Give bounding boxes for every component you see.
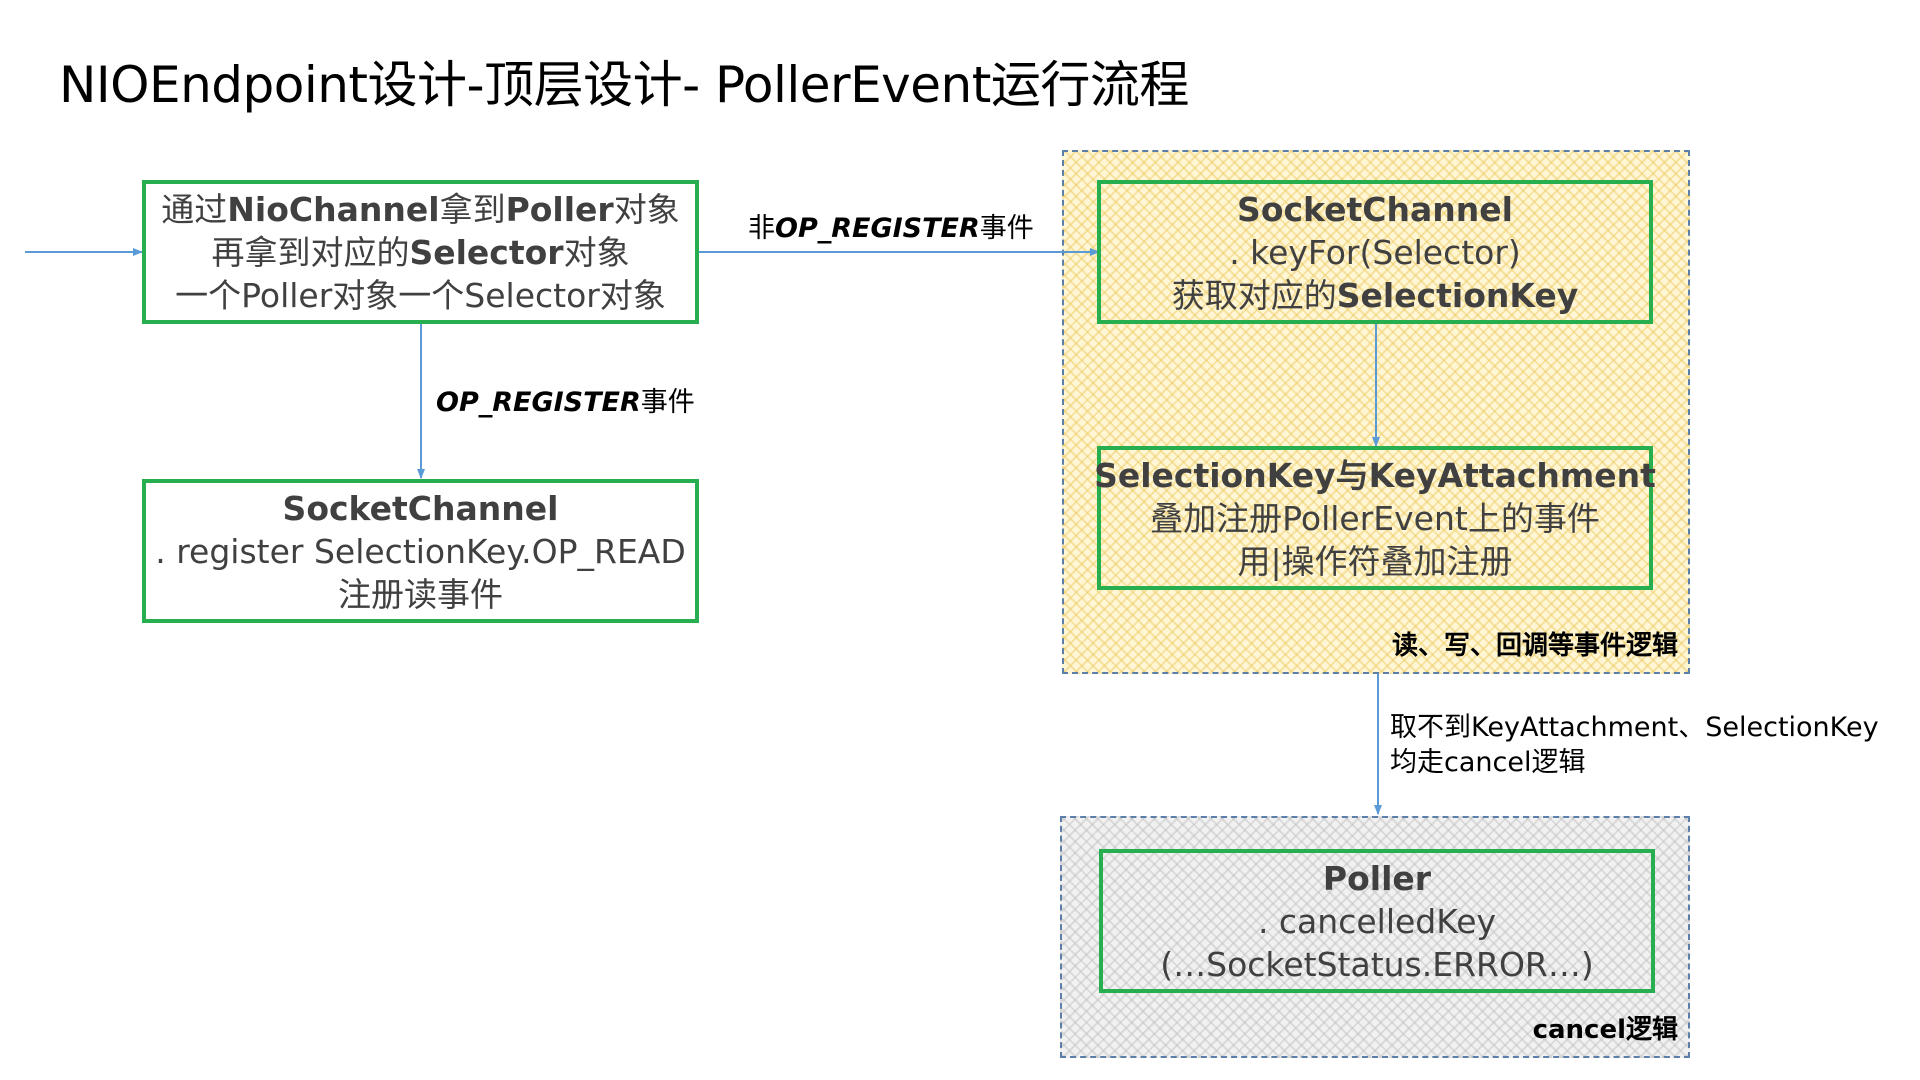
event-logic-label: 读、写、回调等事件逻辑 [1391,631,1678,661]
register-read-line1: SocketChannel [282,488,559,528]
cancel-edge-label-line1: 取不到KeyAttachment、SelectionKey [1390,712,1879,743]
keyfor-line1: SocketChannel [1237,189,1513,229]
key-attachment-line2: 叠加注册PollerEvent上的事件 [1150,498,1600,538]
poller-selector-line2: 再拿到对应的Selector对象 [211,231,629,274]
cancel-edge-label: 取不到KeyAttachment、SelectionKey 均走cancel逻辑 [1390,710,1879,780]
keyfor-box: SocketChannel . keyFor(Selector) 获取对应的Se… [1097,180,1653,324]
register-read-box: SocketChannel . register SelectionKey.OP… [142,479,699,623]
text-segment-bold: NioChannel [227,189,440,229]
cancelled-key-line2: . cancelledKey [1257,901,1497,941]
text-segment: 对象 [613,189,680,229]
text-segment: 通过 [161,189,228,229]
text-segment: 获取对应的 [1171,275,1337,315]
keyfor-line2: . keyFor(Selector) [1229,232,1521,272]
text-segment: 拿到 [439,189,506,229]
cancel-logic-label: cancel逻辑 [1532,1015,1678,1045]
non-register-edge-label: 非OP_REGISTER事件 [748,206,1034,245]
text-segment: 事件 [640,387,695,418]
page-title: NIOEndpoint设计-顶层设计- PollerEvent运行流程 [59,56,1189,114]
poller-selector-box: 通过NioChannel拿到Poller对象 再拿到对应的Selector对象 … [142,180,699,324]
cancelled-key-line1: Poller [1322,858,1432,898]
event-name: OP_REGISTER [436,387,641,418]
register-edge-label: OP_REGISTER事件 [436,380,695,419]
key-attachment-box: SelectionKey与KeyAttachment 叠加注册PollerEve… [1094,446,1656,590]
text-segment-bold: SelectionKey [1336,275,1579,315]
poller-selector-line1: 通过NioChannel拿到Poller对象 [161,188,679,231]
cancel-edge-label-line2: 均走cancel逻辑 [1390,747,1586,778]
cancelled-key-line3: (…SocketStatus.ERROR…) [1160,944,1594,984]
key-attachment-line1: SelectionKey与KeyAttachment [1094,455,1656,495]
register-read-line2: . register SelectionKey.OP_READ [155,531,686,571]
text-segment: 再拿到对应的 [211,232,410,272]
poller-selector-line3: 一个Poller对象一个Selector对象 [175,275,666,315]
text-segment: 对象 [563,232,630,272]
cancelled-key-box: Poller . cancelledKey (…SocketStatus.ERR… [1099,849,1655,993]
text-segment-bold: Poller [505,189,614,229]
text-segment: 非 [748,213,775,244]
cancel-logic-group: cancel逻辑 [1060,816,1690,1058]
event-name: OP_REGISTER [775,213,980,244]
register-read-line3: 注册读事件 [338,574,503,614]
text-segment-bold: Selector [409,232,564,272]
keyfor-line3: 获取对应的SelectionKey [1172,274,1579,317]
key-attachment-line3: 用|操作符叠加注册 [1237,541,1513,581]
text-segment: 事件 [979,213,1034,244]
